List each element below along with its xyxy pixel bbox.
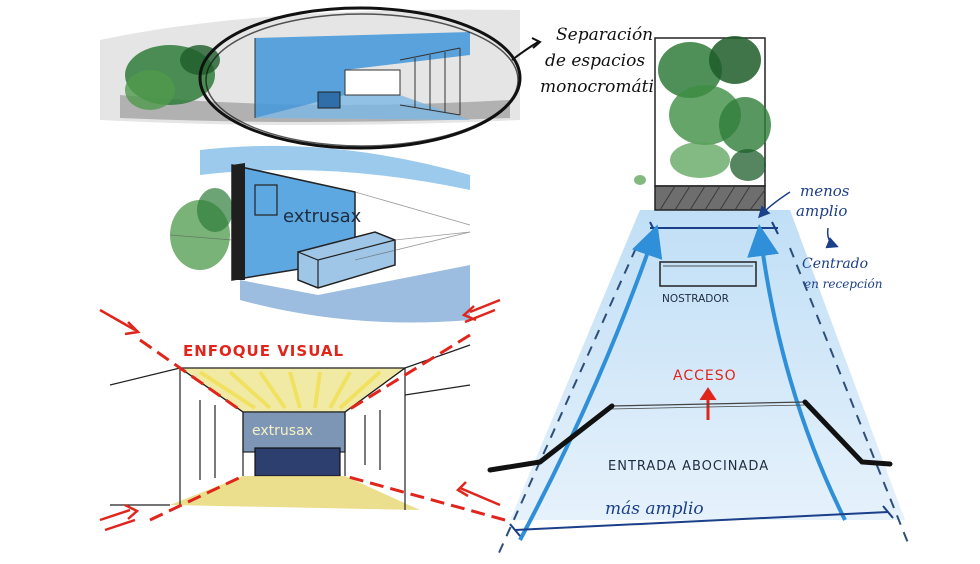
centrado-line2: en recepción	[804, 277, 883, 291]
glazing-lines	[254, 38, 461, 118]
wide-dimension-line	[514, 511, 889, 531]
corridor-sketch	[100, 6, 542, 150]
enfoque-visual-label: ENFOQUE VISUAL	[183, 342, 344, 360]
separacion-annotation: Separación de espacios monocromático	[540, 25, 674, 97]
centrado-line1: Centrado	[802, 256, 868, 272]
hatched-strip	[654, 185, 766, 211]
entrada-abocinada-label: ENTRADA ABOCINADA	[608, 459, 769, 474]
ceiling-wash	[200, 145, 470, 190]
nostrador-label: NOSTRADOR	[662, 293, 729, 305]
highlight-ellipse	[198, 6, 522, 150]
separacion-line1: Separación	[556, 25, 653, 45]
facade-walls	[487, 399, 893, 473]
blue-room-wall	[255, 32, 470, 118]
lit-floor	[170, 476, 420, 510]
back-wall	[242, 411, 346, 453]
acceso-label: ACCESO	[673, 368, 737, 384]
mas-amplio-label: más amplio	[605, 499, 704, 519]
small-counter	[317, 91, 341, 109]
threshold-line	[609, 401, 806, 407]
perspective-lines	[169, 191, 471, 261]
foliage-middle	[170, 188, 233, 270]
red-convergence-lines	[139, 333, 506, 522]
logo-mark	[254, 184, 278, 216]
menos-amplio-line2: amplio	[796, 202, 847, 220]
blue-room-floor	[255, 95, 470, 120]
enfoque-counter	[254, 447, 341, 477]
separacion-line2: de espacios	[545, 51, 645, 71]
menos-amplio-line1: menos	[800, 182, 850, 200]
enfoque-sketch: ENFOQUE VISUAL extrusax	[99, 298, 506, 532]
corridor-opening	[344, 69, 401, 96]
plan-counter	[659, 261, 757, 287]
menos-amplio-pointer	[757, 191, 791, 219]
floor-wash	[240, 265, 470, 323]
pointer-arrow	[511, 41, 539, 61]
reception-logo-text: extrusax	[283, 206, 362, 227]
red-arrows	[99, 298, 501, 532]
enfoque-logo-text: extrusax	[252, 423, 313, 439]
plan-diagram: menos amplio Centrado en recepción NOSTR…	[487, 36, 911, 556]
ceiling-light-strips	[198, 370, 382, 410]
foliage-left	[125, 45, 220, 110]
reception-sketch: extrusax	[169, 145, 471, 323]
separacion-line3: monocromático	[540, 77, 674, 97]
wall-edge	[232, 163, 245, 280]
planter-foliage	[634, 36, 771, 185]
blue-funnel-lines	[518, 224, 847, 541]
outer-dashed-funnel	[497, 247, 911, 556]
hatch-lines	[659, 185, 766, 211]
